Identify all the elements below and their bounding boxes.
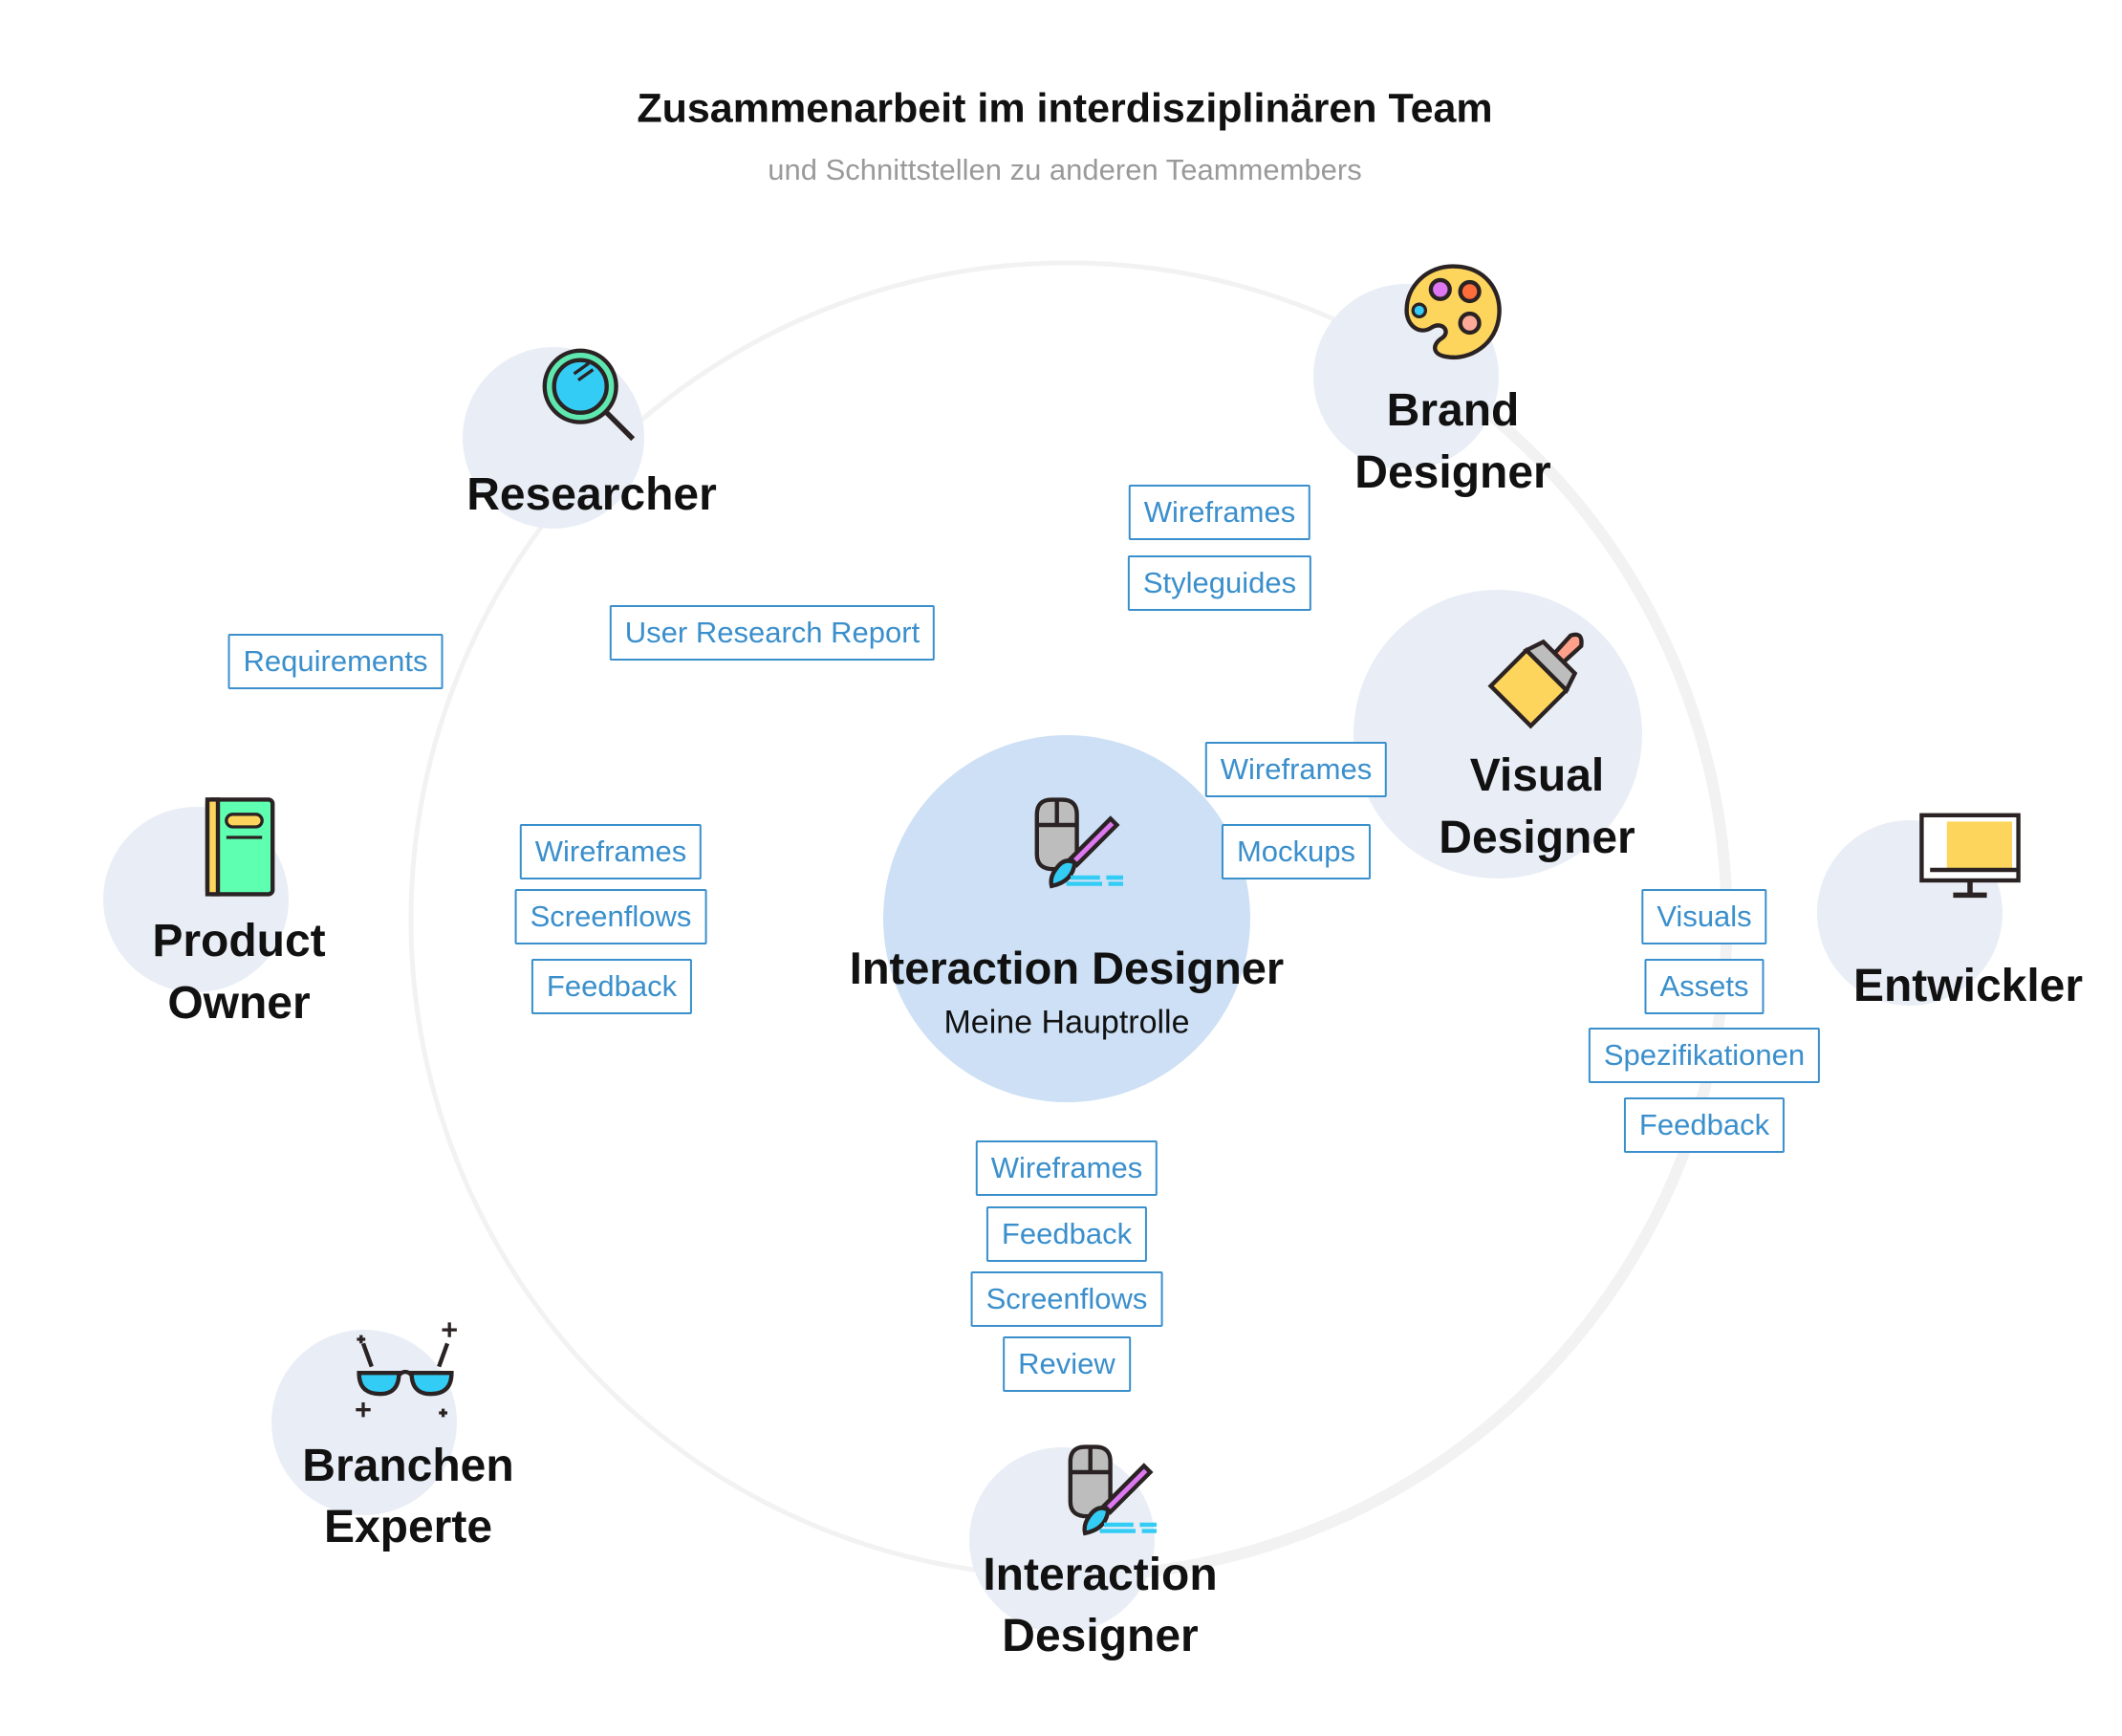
po-label-1: Product	[152, 916, 326, 966]
center-subtitle: Meine Hauptrolle	[943, 1004, 1190, 1041]
visual-label-1: Visual	[1469, 750, 1605, 801]
expert-label-1: Branchen	[302, 1441, 514, 1491]
interaction-designer-node	[969, 1447, 1155, 1633]
researcher-label: Researcher	[466, 469, 717, 520]
tag-brand-styleguides: Styleguides	[1127, 555, 1312, 611]
tag-left-wireframes: Wireframes	[519, 824, 703, 879]
tag-dev-visuals: Visuals	[1641, 889, 1767, 944]
palette-icon	[1404, 264, 1502, 360]
tag-dev-specs: Spezifikationen	[1588, 1028, 1821, 1083]
page-subtitle: und Schnittstellen zu anderen Teammember…	[768, 153, 1362, 186]
tag-visual-mockups: Mockups	[1221, 824, 1372, 879]
page-title: Zusammenarbeit im interdisziplinären Tea…	[637, 85, 1493, 132]
brand-label-1: Brand	[1386, 385, 1520, 436]
po-label-2: Owner	[167, 978, 311, 1029]
glasses-icon	[356, 1322, 457, 1418]
ixd-label-1: Interaction	[983, 1550, 1218, 1600]
tag-requirements: Requirements	[227, 634, 444, 689]
monitor-icon	[1919, 813, 2021, 899]
tag-brand-wireframes: Wireframes	[1128, 485, 1311, 540]
tag-ixd-wireframes: Wireframes	[975, 1140, 1158, 1196]
book-icon	[205, 797, 275, 897]
paintbrush-icon	[1487, 632, 1584, 729]
visual-label-2: Designer	[1439, 813, 1635, 863]
tag-left-feedback: Feedback	[530, 959, 693, 1014]
tag-user-research-report: User Research Report	[609, 605, 936, 661]
ixd-label-2: Designer	[1002, 1611, 1199, 1661]
tag-visual-wireframes: Wireframes	[1204, 742, 1388, 797]
mouse-brush-icon	[1068, 1444, 1157, 1536]
mouse-brush-icon	[1034, 797, 1123, 889]
developer-label: Entwickler	[1852, 961, 2084, 1011]
expert-label-2: Experte	[323, 1502, 493, 1552]
center-node	[883, 735, 1250, 1102]
tag-dev-feedback: Feedback	[1623, 1097, 1786, 1153]
center-title: Interaction Designer	[849, 943, 1285, 993]
tag-ixd-feedback: Feedback	[985, 1206, 1148, 1262]
tag-ixd-screenflows: Screenflows	[970, 1271, 1163, 1327]
tag-ixd-review: Review	[1003, 1336, 1131, 1392]
brand-label-2: Designer	[1354, 447, 1551, 498]
magnifier-icon	[542, 348, 636, 442]
tag-dev-assets: Assets	[1644, 959, 1765, 1014]
industry-expert-node	[271, 1330, 457, 1515]
tag-left-screenflows: Screenflows	[514, 889, 707, 944]
visual-designer-node	[1353, 590, 1642, 879]
